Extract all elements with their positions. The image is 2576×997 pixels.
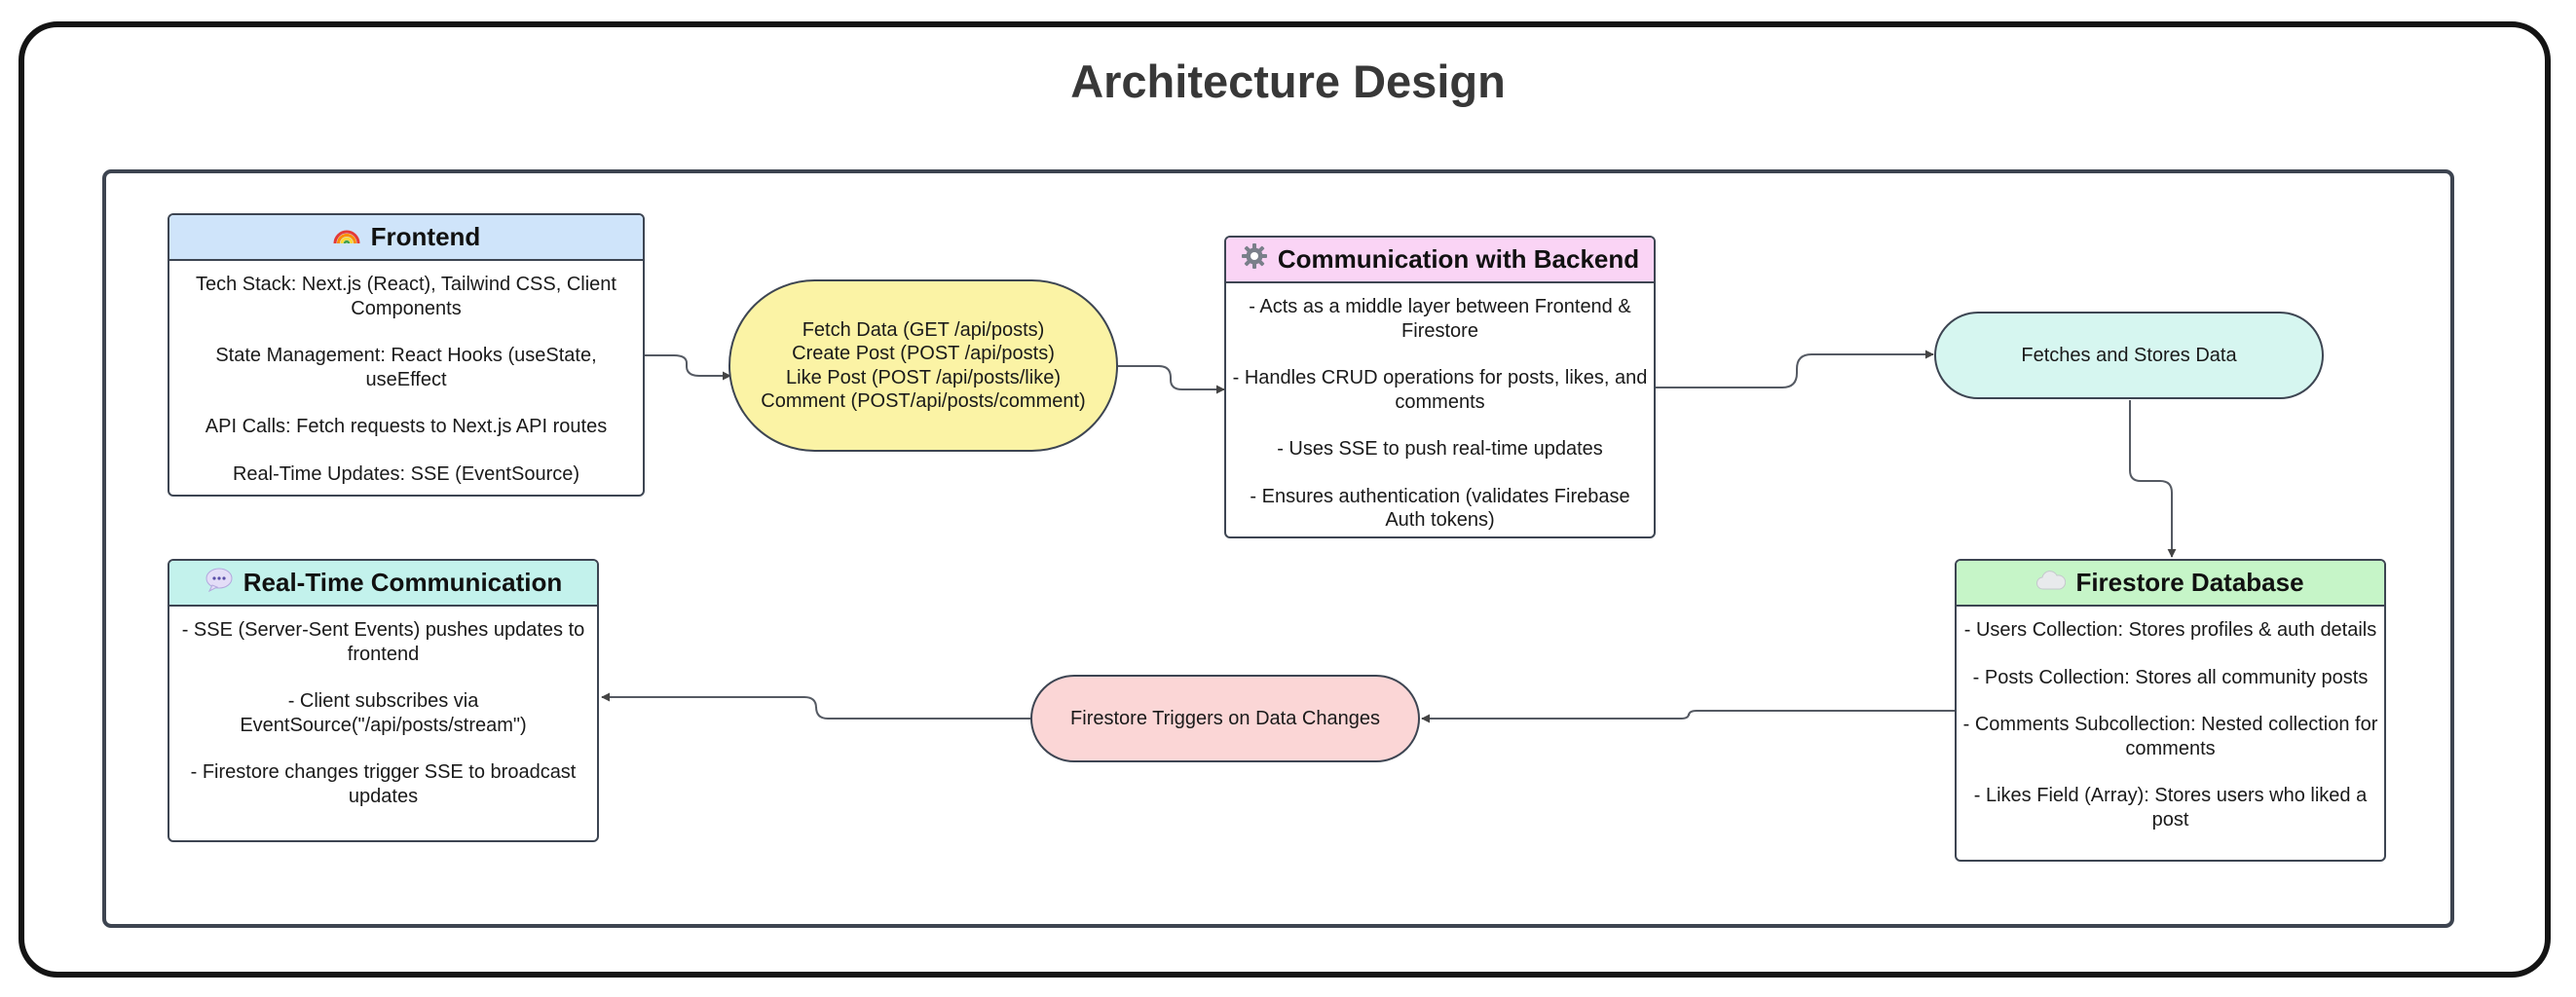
firestore-item: - Users Collection: Stores profiles & au… xyxy=(1963,619,2377,641)
realtime-card: Real-Time Communication - SSE (Server-Se… xyxy=(168,559,599,842)
firestore-item: - Likes Field (Array): Stores users who … xyxy=(1973,785,2368,831)
frontend-card-body: Tech Stack: Next.js (React), Tailwind CS… xyxy=(169,261,643,494)
firestore-card-title: Firestore Database xyxy=(2075,568,2304,597)
realtime-item: - Firestore changes trigger SSE to broad… xyxy=(190,761,577,807)
rainbow-icon xyxy=(332,222,361,252)
backend-card-header: Communication with Backend xyxy=(1226,238,1654,283)
edge-firestore-to-triggers xyxy=(1421,710,1955,723)
edge-frontend-to-api xyxy=(645,354,731,381)
edge-triggers-to-realtime xyxy=(601,692,1030,720)
realtime-card-body: - SSE (Server-Sent Events) pushes update… xyxy=(169,607,597,816)
realtime-card-header: Real-Time Communication xyxy=(169,561,597,607)
edge-fetch-to-firestore xyxy=(2129,400,2177,558)
firestore-card-body: - Users Collection: Stores profiles & au… xyxy=(1957,607,2384,839)
api-requests-node: Fetch Data (GET /api/posts) Create Post … xyxy=(728,279,1118,452)
edge-api-to-backend xyxy=(1118,365,1225,394)
diagram-title: Architecture Design xyxy=(1070,55,1506,107)
api-request-line: Comment (POST/api/posts/comment) xyxy=(761,390,1086,412)
inner-frame xyxy=(102,169,2454,928)
backend-item: - Handles CRUD operations for posts, lik… xyxy=(1232,367,1648,413)
api-request-line: Fetch Data (GET /api/posts) xyxy=(802,318,1045,341)
backend-card-body: - Acts as a middle layer between Fronten… xyxy=(1226,283,1654,536)
fetch-store-node: Fetches and Stores Data xyxy=(1934,312,2324,399)
api-request-line: Create Post (POST /api/posts) xyxy=(792,343,1055,364)
frontend-card-title: Frontend xyxy=(370,222,481,251)
realtime-item: - SSE (Server-Sent Events) pushes update… xyxy=(181,619,585,665)
backend-card: Communication with Backend - Acts as a m… xyxy=(1224,236,1656,538)
api-request-line: Like Post (POST /api/posts/like) xyxy=(786,366,1061,388)
firestore-item: - Comments Subcollection: Nested collect… xyxy=(1962,714,2378,759)
frontend-item: API Calls: Fetch requests to Next.js API… xyxy=(205,416,608,437)
outer-frame xyxy=(19,21,2551,978)
edge-backend-to-fetch xyxy=(1656,350,1934,388)
backend-item: - Acts as a middle layer between Fronten… xyxy=(1249,296,1631,342)
speech-bubble-icon xyxy=(205,567,234,599)
frontend-item: Real-Time Updates: SSE (EventSource) xyxy=(232,462,580,485)
realtime-card-title: Real-Time Communication xyxy=(243,568,563,597)
backend-item: - Uses SSE to push real-time updates xyxy=(1277,438,1603,460)
frontend-item: Tech Stack: Next.js (React), Tailwind CS… xyxy=(195,274,616,319)
firestore-item: - Posts Collection: Stores all community… xyxy=(1972,666,2369,688)
realtime-item: - Client subscribes via EventSource("/ap… xyxy=(240,690,527,736)
frontend-item: State Management: React Hooks (useState,… xyxy=(215,345,597,390)
triggers-label: Firestore Triggers on Data Changes xyxy=(1070,707,1380,729)
backend-item: - Ensures authentication (validates Fire… xyxy=(1250,485,1630,532)
backend-card-title: Communication with Backend xyxy=(1277,244,1640,274)
fetch-store-label: Fetches and Stores Data xyxy=(2021,344,2237,366)
gear-icon xyxy=(1241,242,1268,277)
cloud-icon xyxy=(2036,568,2067,598)
frontend-card-header: Frontend xyxy=(169,215,643,261)
firestore-card: Firestore Database - Users Collection: S… xyxy=(1955,559,2386,862)
firestore-card-header: Firestore Database xyxy=(1957,561,2384,607)
triggers-node: Firestore Triggers on Data Changes xyxy=(1030,675,1420,762)
frontend-card: Frontend Tech Stack: Next.js (React), Ta… xyxy=(168,213,645,497)
